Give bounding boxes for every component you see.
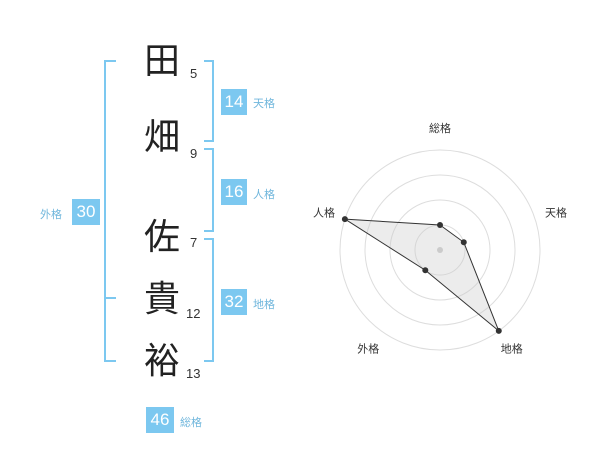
soukaku-label: 総格	[180, 416, 202, 429]
chikaku-value: 32	[221, 289, 247, 315]
stroke-count-2: 9	[190, 146, 198, 161]
radar-point-3	[495, 327, 502, 334]
jinkaku-bracket	[204, 148, 214, 232]
jinkaku-value: 16	[221, 179, 247, 205]
radar-grid	[339, 149, 541, 351]
chikaku-label: 地格	[253, 298, 275, 311]
stroke-count-1: 5	[190, 66, 198, 81]
radar-ring-4	[339, 149, 541, 351]
radar-axis-label-2: 天格	[545, 205, 567, 219]
stroke-count-4: 12	[186, 306, 201, 321]
gaikaku-inner-bracket	[104, 297, 116, 299]
name-char-1: 田	[143, 41, 180, 82]
radar-axis-label-3: 地格	[501, 342, 523, 356]
radar-center	[437, 247, 443, 253]
radar-point-2	[460, 239, 467, 246]
chikaku-bracket	[204, 238, 214, 362]
tenkaku-bracket	[204, 60, 214, 142]
gaikaku-bracket	[104, 60, 116, 362]
radar-ring-2	[389, 199, 491, 301]
gaikaku-value: 30	[72, 199, 100, 225]
stroke-count-5: 13	[186, 366, 201, 381]
radar-ring-3	[364, 174, 516, 326]
radar-axis-label-1: 総格	[429, 121, 451, 135]
radar-point-4	[422, 267, 429, 274]
gaikaku-label: 外格	[40, 208, 62, 221]
tenkaku-label: 天格	[253, 97, 275, 110]
radar-axis-label-5: 人格	[313, 205, 335, 219]
stroke-count-3: 7	[190, 235, 198, 250]
radar-axis-label-4: 外格	[357, 342, 379, 356]
radar-series-polygon	[344, 218, 500, 332]
name-char-5: 裕	[143, 341, 180, 382]
name-char-3: 佐	[143, 217, 180, 258]
radar-series	[341, 216, 502, 334]
radar-point-1	[437, 222, 443, 228]
jinkaku-label: 人格	[253, 188, 275, 201]
tenkaku-value: 14	[221, 89, 247, 115]
soukaku-value: 46	[146, 407, 174, 433]
name-char-2: 畑	[143, 117, 180, 158]
name-char-4: 貴	[143, 279, 180, 320]
radar-point-5	[341, 216, 348, 223]
